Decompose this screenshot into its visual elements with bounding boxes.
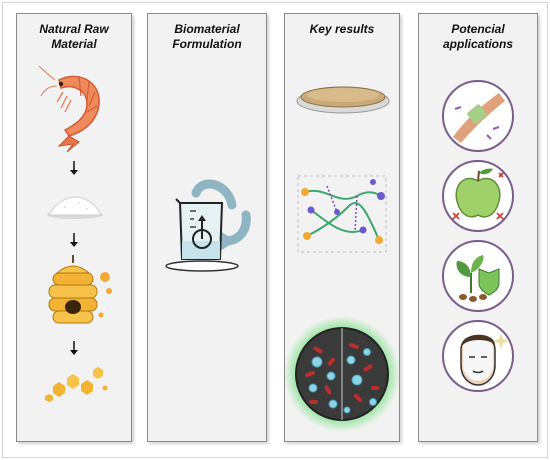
title-line-1: Key results <box>309 22 375 36</box>
title-line-2: applications <box>442 37 513 51</box>
panel-title: Biomaterial Formulation <box>148 22 266 52</box>
title-line-1: Potencial <box>451 22 505 36</box>
face-mask-icon <box>442 320 514 392</box>
down-arrow-icon <box>70 161 78 175</box>
bacteria-petri-dish-icon <box>284 316 400 432</box>
panel-title: Natural Raw Material <box>17 22 131 52</box>
beaker-stirring-icon <box>165 179 251 272</box>
plant-protection-icon <box>442 240 514 312</box>
panel-biomaterial-formulation: Biomaterial Formulation <box>147 13 267 442</box>
shrimp-icon <box>38 65 100 153</box>
panel-title: Key results <box>285 22 399 37</box>
title-line-1: Natural Raw <box>39 22 109 36</box>
panel-title: Potencial applications <box>419 22 537 52</box>
film-disc-icon <box>296 86 390 114</box>
title-line-2: Formulation <box>172 37 242 51</box>
powder-pile-icon <box>47 196 103 219</box>
title-line-1: Biomaterial <box>174 22 240 36</box>
honeycomb-cells-icon <box>45 367 108 402</box>
down-arrow-icon <box>70 233 78 247</box>
title-line-2: Material <box>51 37 97 51</box>
panel-natural-raw-material: Natural Raw Material <box>16 13 132 442</box>
down-arrow-icon <box>70 341 78 355</box>
apple-coating-icon <box>442 160 514 232</box>
beehive-icon <box>48 255 112 324</box>
polymer-network-icon <box>297 175 387 253</box>
panel-potential-applications: Potencial applications <box>418 13 538 442</box>
panel-key-results: Key results <box>284 13 400 442</box>
wound-dressing-arm-icon <box>442 80 514 152</box>
